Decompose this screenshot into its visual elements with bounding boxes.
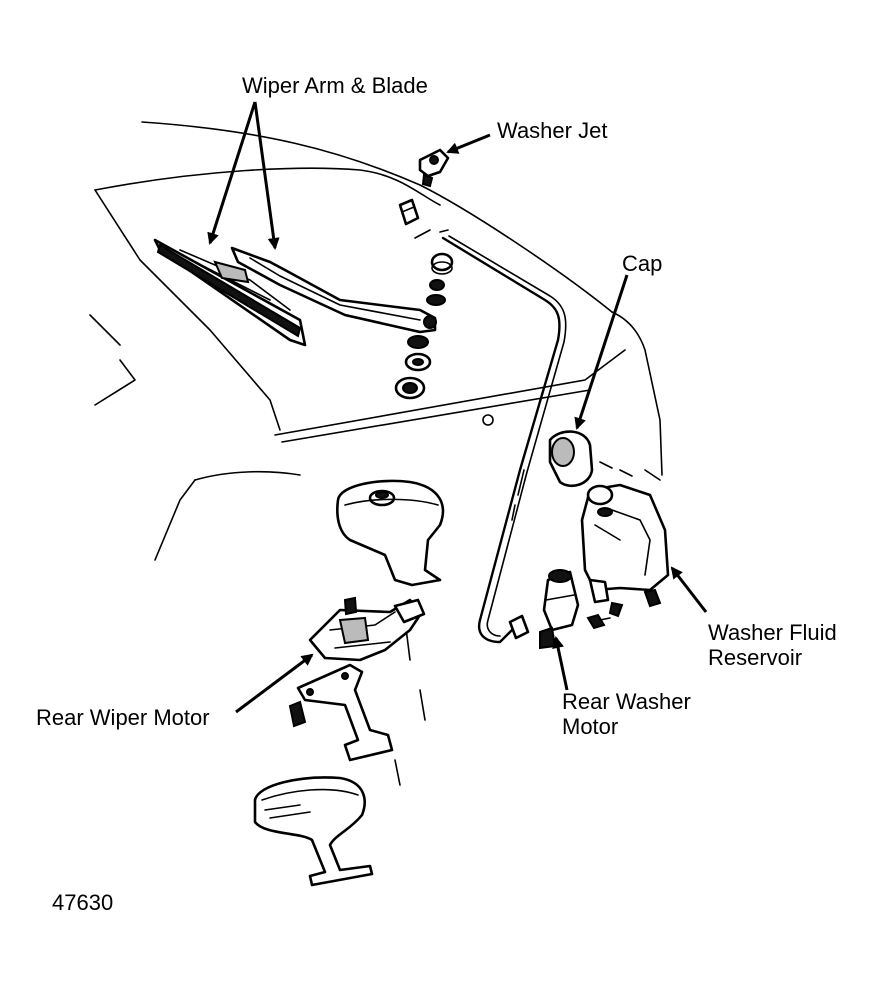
label-rear-washer-motor-line1: Rear Washer [562, 689, 691, 714]
motor-cover-part [336, 479, 445, 587]
label-washer-fluid-reservoir-line1: Washer Fluid [708, 620, 837, 645]
cap-part [548, 430, 594, 487]
label-rear-washer-motor-line2: Motor [562, 714, 619, 739]
label-washer-fluid-reservoir: Washer Fluid Reservoir [708, 620, 837, 670]
vehicle-body-outline [89, 121, 663, 786]
rear-wiper-motor-part [308, 596, 426, 662]
wiper-arm [230, 246, 437, 334]
wiper-blade [153, 238, 307, 347]
label-washer-jet: Washer Jet [497, 118, 608, 143]
washer-hose [414, 229, 567, 644]
lower-cover-part [253, 776, 374, 887]
label-washer-fluid-reservoir-line2: Reservoir [708, 645, 803, 670]
callout-arrows [207, 101, 708, 714]
label-rear-washer-motor: Rear Washer Motor [562, 689, 691, 739]
label-wiper-arm-blade: Wiper Arm & Blade [242, 73, 428, 98]
washer-fluid-reservoir-part [580, 483, 670, 630]
label-cap: Cap [622, 251, 663, 276]
label-rear-wiper-motor: Rear Wiper Motor [36, 705, 210, 730]
pivot-hardware-stack [394, 252, 454, 400]
mounting-bracket-part [288, 663, 394, 762]
grommet-part [398, 198, 420, 226]
washer-jet-part [418, 148, 450, 188]
figure-number: 47630 [52, 890, 114, 915]
rear-washer-motor-part [508, 569, 580, 650]
